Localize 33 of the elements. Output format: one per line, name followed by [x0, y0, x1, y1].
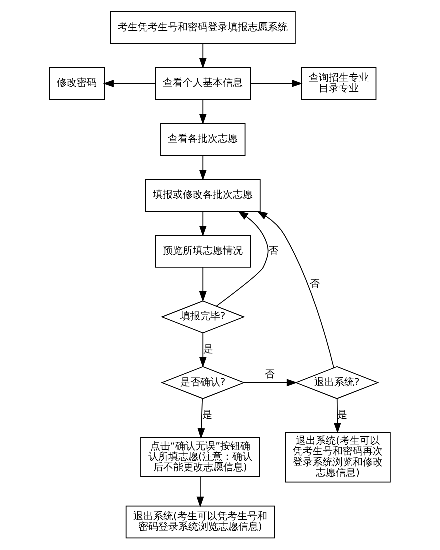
edge-label: 是: [203, 344, 214, 356]
node-box: 填报或修改各批次志愿: [145, 179, 261, 212]
arrow: [250, 80, 303, 88]
node-box: 点击“确认无误”按钮确认所填志愿(注意：确认后不能更改志愿信息): [140, 437, 260, 478]
arrow: [199, 155, 207, 181]
edge-label: 是: [338, 410, 348, 422]
arrow: [199, 332, 207, 368]
arrow: [199, 267, 207, 302]
arrow: [199, 100, 207, 125]
node-box: 退出系统(考生可以凭考生号和密码再次登录系统浏览和修改志愿信息): [285, 432, 391, 483]
node-box: 查看个人基本信息: [155, 67, 252, 100]
arrow: [196, 476, 204, 508]
arrow: [103, 80, 156, 88]
arrow: [198, 398, 206, 440]
node-diamond: 是否确认?: [160, 366, 246, 400]
node-box: 考生凭考生号和密码登录填报志愿系统: [110, 11, 296, 44]
node-diamond: 填报完毕?: [160, 300, 246, 334]
edge-label: 否: [268, 246, 278, 257]
node-box: 查看各批次志愿: [160, 123, 246, 156]
node-box: 修改密码: [49, 67, 106, 100]
arrow: [244, 379, 298, 387]
edge-label: 否: [310, 278, 320, 290]
edge-label: 否: [265, 369, 276, 380]
edge-label: 是: [202, 410, 213, 422]
arrow: [199, 211, 207, 237]
node-box: 退出系统(考生可以凭考生号和密码登录系统浏览志愿信息): [126, 506, 276, 539]
arrow: [257, 210, 334, 368]
arrow: [216, 210, 269, 307]
node-box: 查询招生专业目录专业: [301, 67, 377, 100]
arrow: [199, 44, 207, 69]
node-box: 预览所填志愿情况: [155, 235, 252, 268]
arrow: [334, 398, 342, 434]
node-diamond: 退出系统?: [295, 366, 380, 400]
